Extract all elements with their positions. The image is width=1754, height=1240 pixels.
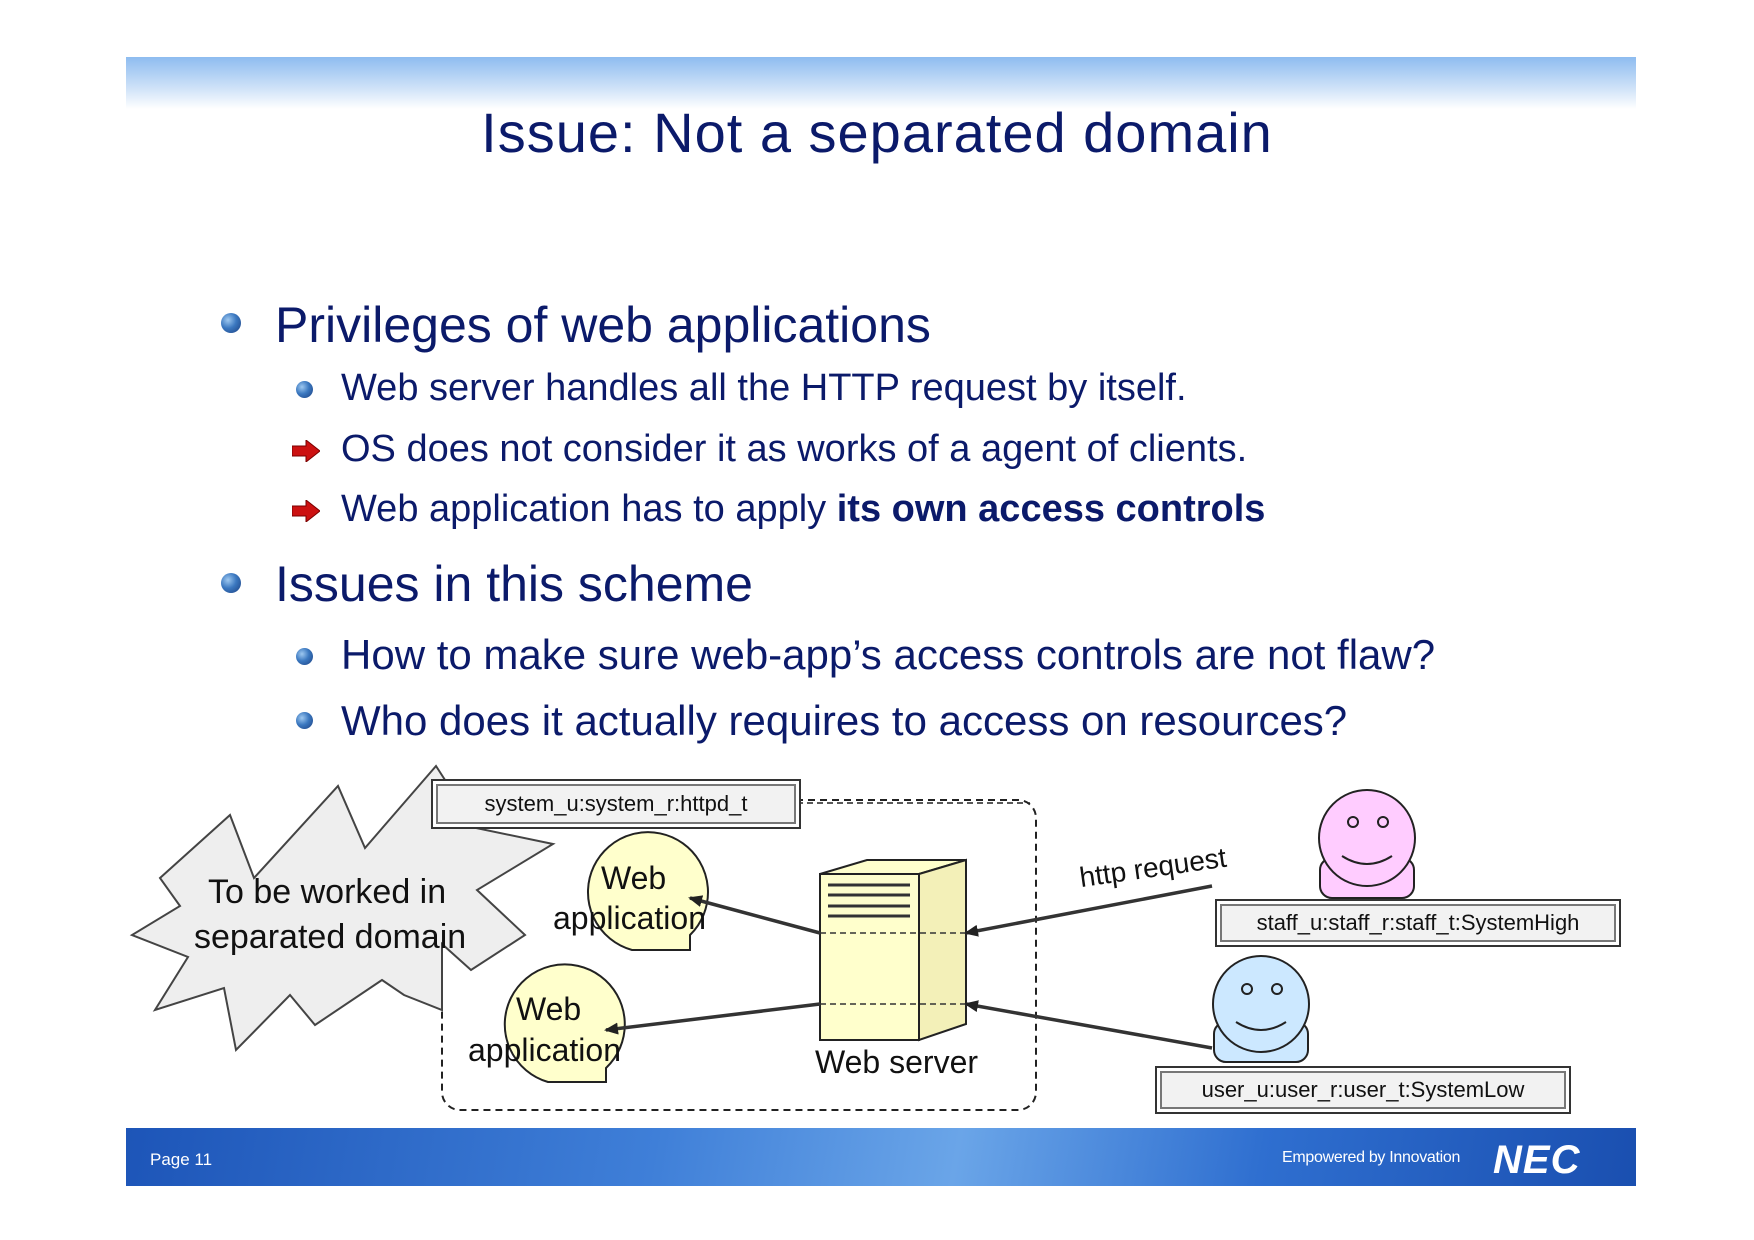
- user-context-label: user_u:user_r:user_t:SystemLow: [1155, 1066, 1571, 1114]
- bullet-who-does-it: Who does it actually requires to access …: [341, 697, 1348, 744]
- bullet-how-to-make-sure: How to make sure web-app’s access contro…: [341, 631, 1436, 678]
- server-side: [918, 858, 967, 1042]
- red-arrow-icon: [292, 500, 320, 522]
- nec-logo: NEC: [1493, 1138, 1581, 1182]
- bullet-text-prefix: Web application has to apply: [341, 488, 837, 530]
- bullet-dot-icon: [296, 712, 313, 729]
- bullet-issues-scheme: Issues in this scheme: [275, 556, 753, 612]
- slide-title: Issue: Not a separated domain: [481, 101, 1273, 164]
- red-arrow-icon: [292, 440, 320, 462]
- header-band: [126, 57, 1636, 109]
- httpd-context-label: system_u:system_r:httpd_t: [431, 779, 801, 829]
- bullet-dot-icon: [296, 648, 313, 665]
- bullet-text-bold: its own access controls: [836, 488, 1266, 530]
- webapp-2-label-line-1: Web: [516, 991, 582, 1027]
- webapp-1-label-line-2: application: [553, 900, 706, 936]
- web-server-label: Web server: [815, 1044, 979, 1080]
- staff-context-label: staff_u:staff_r:staff_t:SystemHigh: [1215, 899, 1621, 947]
- webapp-1-label-line-1: Web: [601, 860, 667, 896]
- bullet-dot-icon: [296, 381, 313, 398]
- bullet-dot-icon: [221, 313, 241, 333]
- callout-text-line-1: To be worked in: [208, 873, 447, 911]
- bullet-dot-icon: [221, 573, 241, 593]
- callout-burst: [129, 764, 556, 1053]
- footer-tagline: Empowered by Innovation: [1282, 1149, 1461, 1166]
- webapp-shape-2: [503, 963, 626, 1083]
- bullet-os-does-not-consider: OS does not consider it as works of a ag…: [341, 428, 1248, 470]
- callout-text-line-2: separated domain: [194, 918, 467, 956]
- bullet-web-server-handles: Web server handles all the HTTP request …: [341, 367, 1187, 409]
- footer-band: [126, 1128, 1636, 1186]
- page-number: Page 11: [150, 1150, 213, 1169]
- arrow-staff-to-server: [964, 884, 1213, 937]
- arrow-server-to-webapp-1: [688, 895, 821, 935]
- webapp-2-label-line-2: application: [468, 1032, 621, 1068]
- staff-face-icon: [1318, 789, 1416, 887]
- arrow-server-to-webapp-2: [604, 1002, 821, 1035]
- bullet-privileges: Privileges of web applications: [275, 297, 931, 353]
- arrow-user-to-server: [964, 1000, 1213, 1050]
- bullet-web-app-access-controls: Web application has to apply its own acc…: [341, 488, 1265, 531]
- server-front: [819, 873, 920, 1041]
- user-face-icon: [1212, 955, 1310, 1053]
